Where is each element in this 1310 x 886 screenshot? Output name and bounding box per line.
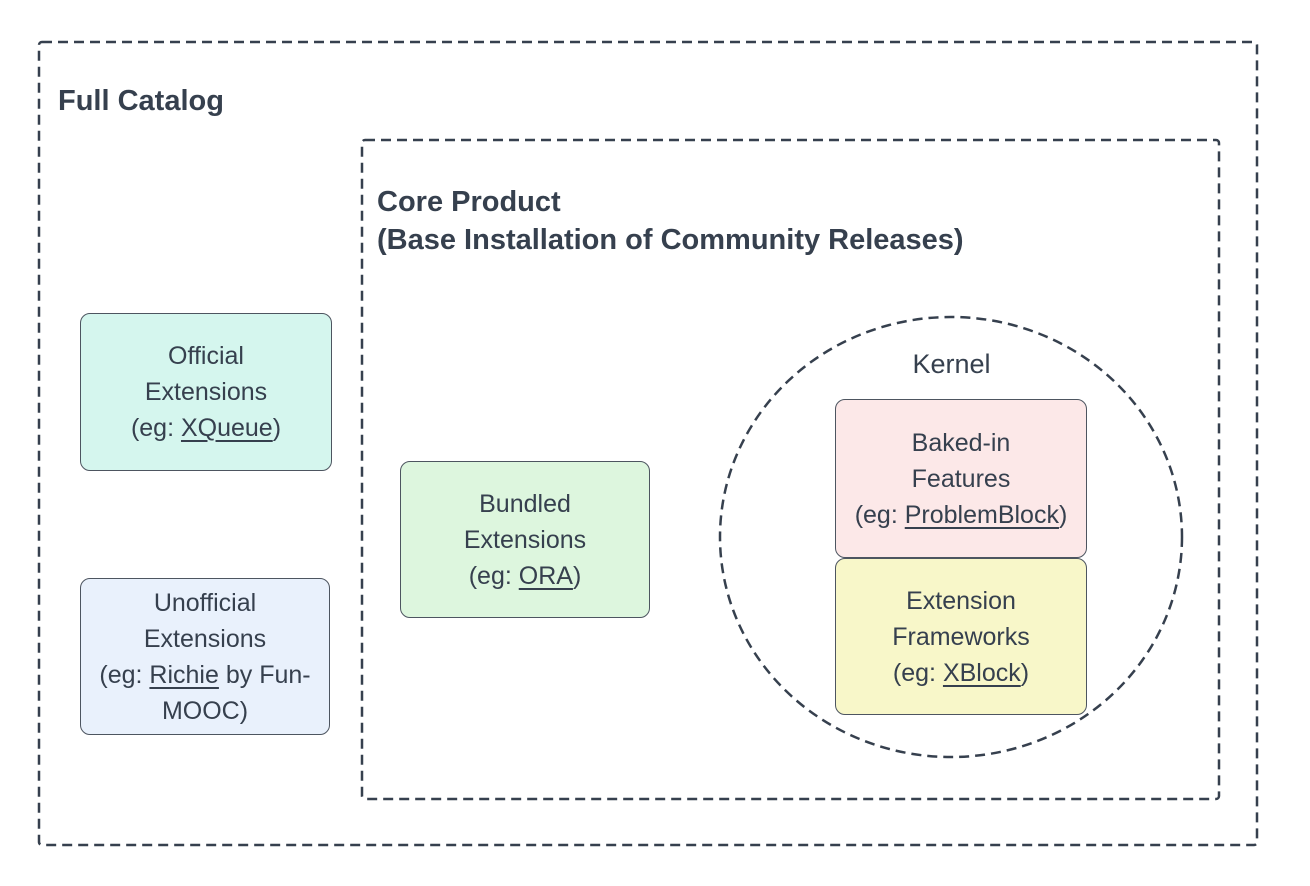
box-example-line: (eg: ProblemBlock) xyxy=(855,497,1068,533)
box-title-line: Baked-in xyxy=(911,428,1011,457)
example-suffix: by Fun-MOOC) xyxy=(161,660,311,725)
core-product-title-line1: Core Product xyxy=(377,186,561,218)
box-example-line: (eg: XBlock) xyxy=(893,655,1029,691)
core-product-title-line2: (Base Installation of Community Releases… xyxy=(377,224,964,256)
box-title-line: Bundled xyxy=(479,489,571,518)
xqueue-link[interactable]: XQueue xyxy=(180,414,273,442)
example-suffix: ) xyxy=(572,561,582,590)
problemblock-link[interactable]: ProblemBlock xyxy=(904,500,1059,529)
example-suffix: ) xyxy=(272,414,282,442)
example-prefix: (eg: xyxy=(130,414,181,442)
full-catalog-border xyxy=(37,40,1259,847)
core-product-border xyxy=(360,138,1221,801)
box-title-line: Extensions xyxy=(143,624,267,653)
bundled-extensions-box: Bundled Extensions (eg: ORA) xyxy=(400,461,650,618)
box-example-line: (eg: ORA) xyxy=(469,558,582,594)
box-title-line: Unofficial xyxy=(153,588,257,617)
xblock-link[interactable]: XBlock xyxy=(942,658,1021,687)
full-catalog-title: Full Catalog xyxy=(58,85,224,117)
box-title-line: Extensions xyxy=(144,378,268,406)
box-title-line: Extension xyxy=(906,586,1016,615)
ora-link[interactable]: ORA xyxy=(518,561,573,590)
box-title-line: Official xyxy=(168,342,244,370)
example-prefix: (eg: xyxy=(99,660,150,689)
example-prefix: (eg: xyxy=(468,561,519,590)
box-title-line: Extensions xyxy=(463,525,587,554)
example-prefix: (eg: xyxy=(892,658,943,687)
box-title-line: Frameworks xyxy=(892,622,1030,651)
kernel-circle xyxy=(718,315,1184,759)
kernel-label: Kernel xyxy=(912,349,991,379)
baked-in-features-box: Baked-in Features (eg: ProblemBlock) xyxy=(835,399,1087,558)
extension-frameworks-box: Extension Frameworks (eg: XBlock) xyxy=(835,558,1087,715)
example-prefix: (eg: xyxy=(854,500,905,529)
example-suffix: ) xyxy=(1020,658,1030,687)
box-title-line: Features xyxy=(911,464,1011,493)
example-suffix: ) xyxy=(1058,500,1068,529)
richie-link[interactable]: Richie xyxy=(149,660,219,689)
unofficial-extensions-box: Unofficial Extensions (eg: Richie by Fun… xyxy=(80,578,330,735)
official-extensions-box: Official Extensions (eg: XQueue) xyxy=(80,313,332,471)
box-example-line: (eg: Richie by Fun-MOOC) xyxy=(95,657,315,729)
box-example-line: (eg: XQueue) xyxy=(131,410,281,446)
core-product-title: Core Product (Base Installation of Commu… xyxy=(377,183,964,259)
